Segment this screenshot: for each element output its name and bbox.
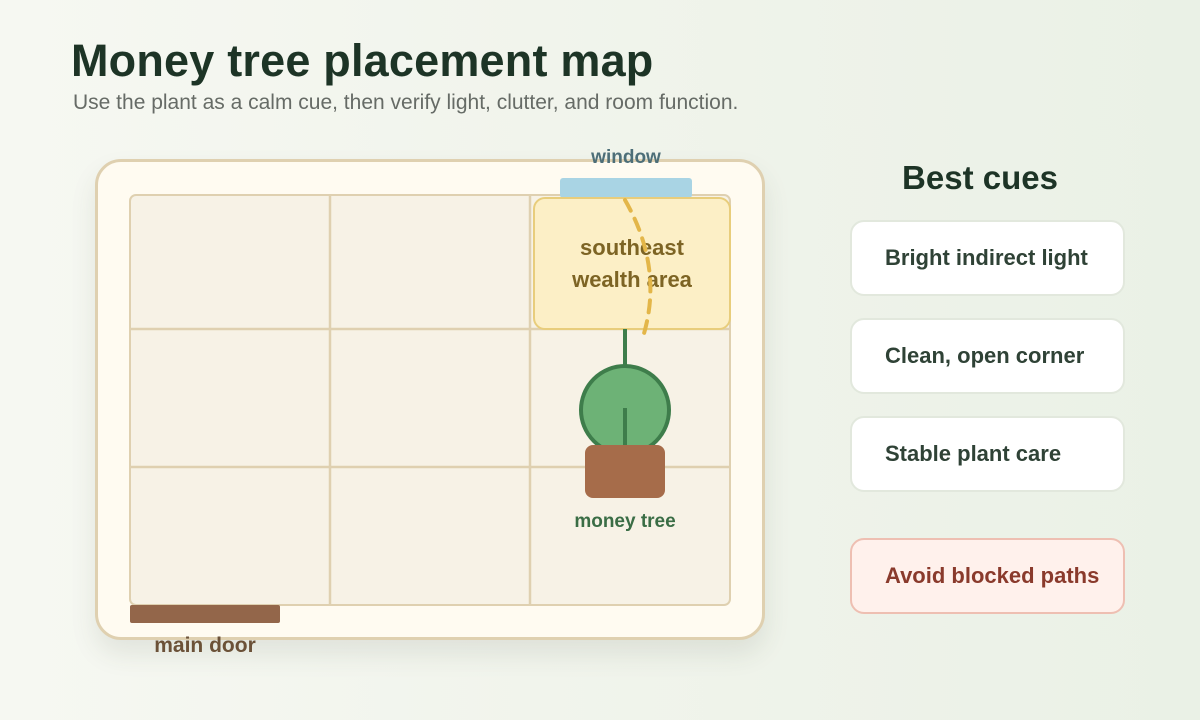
door-label: main door <box>154 634 256 657</box>
cues-heading: Best cues <box>902 159 1058 196</box>
money-tree-label: money tree <box>574 511 676 532</box>
warning-blocked-paths: Avoid blocked paths <box>850 538 1125 614</box>
window-label: window <box>591 147 661 168</box>
window-marker <box>560 178 692 198</box>
page-title: Money tree placement map <box>71 35 654 86</box>
cue-open-corner: Clean, open corner <box>850 318 1125 394</box>
cue-plant-care: Stable plant care <box>850 416 1125 492</box>
door-marker <box>130 605 280 623</box>
page-subtitle: Use the plant as a calm cue, then verify… <box>73 91 739 114</box>
cue-bright-light: Bright indirect light <box>850 220 1125 296</box>
